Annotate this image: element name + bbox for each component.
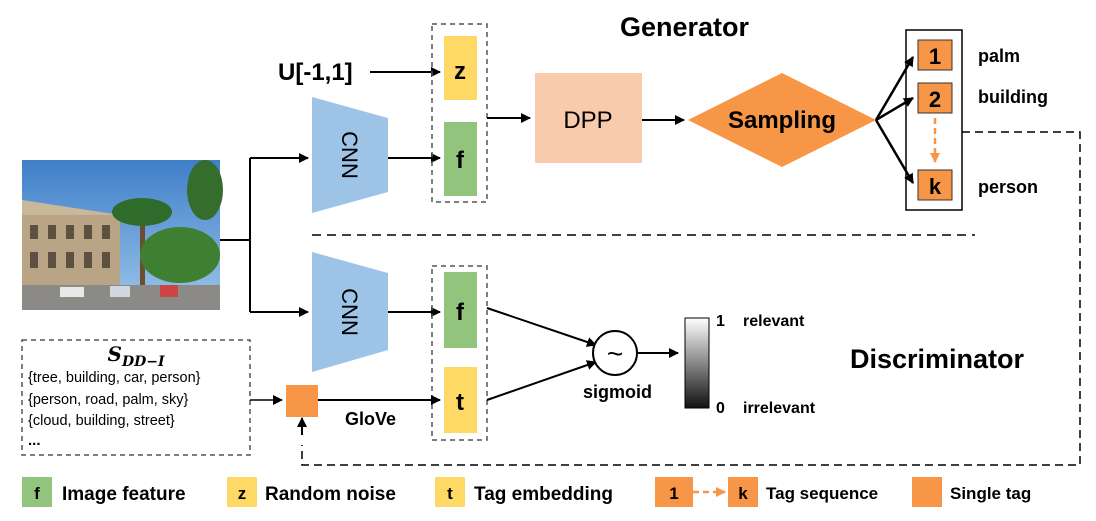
- sequence-tag-text-1: palm: [978, 46, 1020, 66]
- legend-sequence-start-label: 1: [669, 484, 678, 503]
- discriminator-feature-box: [444, 272, 477, 348]
- legend-image-feature-label: Image feature: [62, 484, 186, 505]
- dataset-line-2: {person, road, palm, sky}: [28, 392, 189, 408]
- generator-cnn-label: CNN: [337, 131, 362, 179]
- street-photo-icon: [22, 160, 223, 310]
- dpp-label: DPP: [563, 107, 612, 134]
- sequence-index-k: k: [929, 174, 942, 199]
- sequence-tag-k: [917, 169, 953, 201]
- dataset-line-4: ...: [28, 432, 41, 449]
- sequence-index-2: 2: [929, 87, 941, 112]
- dpp-block: [535, 73, 642, 163]
- scale-top-value: 1: [716, 313, 725, 330]
- tag-embedding-label: t: [456, 389, 464, 416]
- dataset-line-3: {cloud, building, street}: [28, 413, 175, 429]
- discriminator-feature-label: f: [456, 299, 465, 326]
- dataset-title: SDD−I: [107, 342, 164, 370]
- generator-concat-box: [431, 23, 488, 203]
- sequence-index-1: 1: [929, 44, 941, 69]
- glove-label: GloVe: [345, 409, 396, 429]
- noise-source-label: U[-1,1]: [278, 59, 353, 86]
- legend-tag-embedding-swatch: [435, 477, 465, 507]
- discriminator-concat-box: [431, 265, 488, 441]
- legend-sequence-start: [655, 477, 693, 507]
- single-tag-block: [286, 385, 318, 417]
- sequence-tag-1: [917, 39, 953, 71]
- scale-bottom-value: 0: [716, 400, 725, 417]
- legend-random-noise-symbol: z: [238, 484, 247, 503]
- sequence-tag-2: [917, 82, 953, 114]
- tag-embedding-box: [444, 367, 477, 433]
- legend-random-noise-swatch: [227, 477, 257, 507]
- legend-tag-sequence-label: Tag sequence: [766, 484, 878, 503]
- discriminator-cnn-label: CNN: [337, 288, 362, 336]
- noise-box-label: z: [454, 58, 466, 85]
- legend-image-feature-symbol: f: [34, 484, 40, 503]
- legend-random-noise-label: Random noise: [265, 484, 396, 505]
- discriminator-cnn: [312, 252, 388, 372]
- discriminator-title: Discriminator: [850, 344, 1025, 374]
- sampling-label: Sampling: [728, 107, 836, 134]
- sequence-tag-text-k: person: [978, 177, 1038, 197]
- legend-tag-embedding-label: Tag embedding: [474, 484, 613, 505]
- sigmoid-symbol: ~: [607, 338, 623, 369]
- dataset-line-1: {tree, building, car, person}: [28, 370, 201, 386]
- legend-image-feature-swatch: [22, 477, 52, 507]
- relevance-scale: [684, 317, 710, 409]
- scale-bottom-label: irrelevant: [743, 400, 816, 417]
- scale-top-label: relevant: [743, 313, 805, 330]
- noise-box: [444, 36, 477, 100]
- legend-tag-embedding-symbol: t: [447, 484, 453, 503]
- legend-sequence-end: [728, 477, 758, 507]
- sigmoid-label: sigmoid: [583, 382, 652, 402]
- legend: f Image feature z Random noise t Tag emb…: [22, 477, 1031, 507]
- generator-feature-label: f: [456, 147, 465, 174]
- legend-single-tag-swatch: [912, 477, 942, 507]
- feedback-path: [301, 131, 1081, 466]
- generator-cnn: [312, 97, 388, 213]
- sequence-tag-text-2: building: [978, 87, 1048, 107]
- tag-sequence-box: [905, 29, 963, 211]
- generator-feature-box: [444, 122, 477, 196]
- sampling-block: [688, 73, 876, 167]
- legend-sequence-end-label: k: [738, 484, 748, 503]
- generator-title: Generator: [620, 12, 750, 42]
- legend-single-tag-label: Single tag: [950, 484, 1031, 503]
